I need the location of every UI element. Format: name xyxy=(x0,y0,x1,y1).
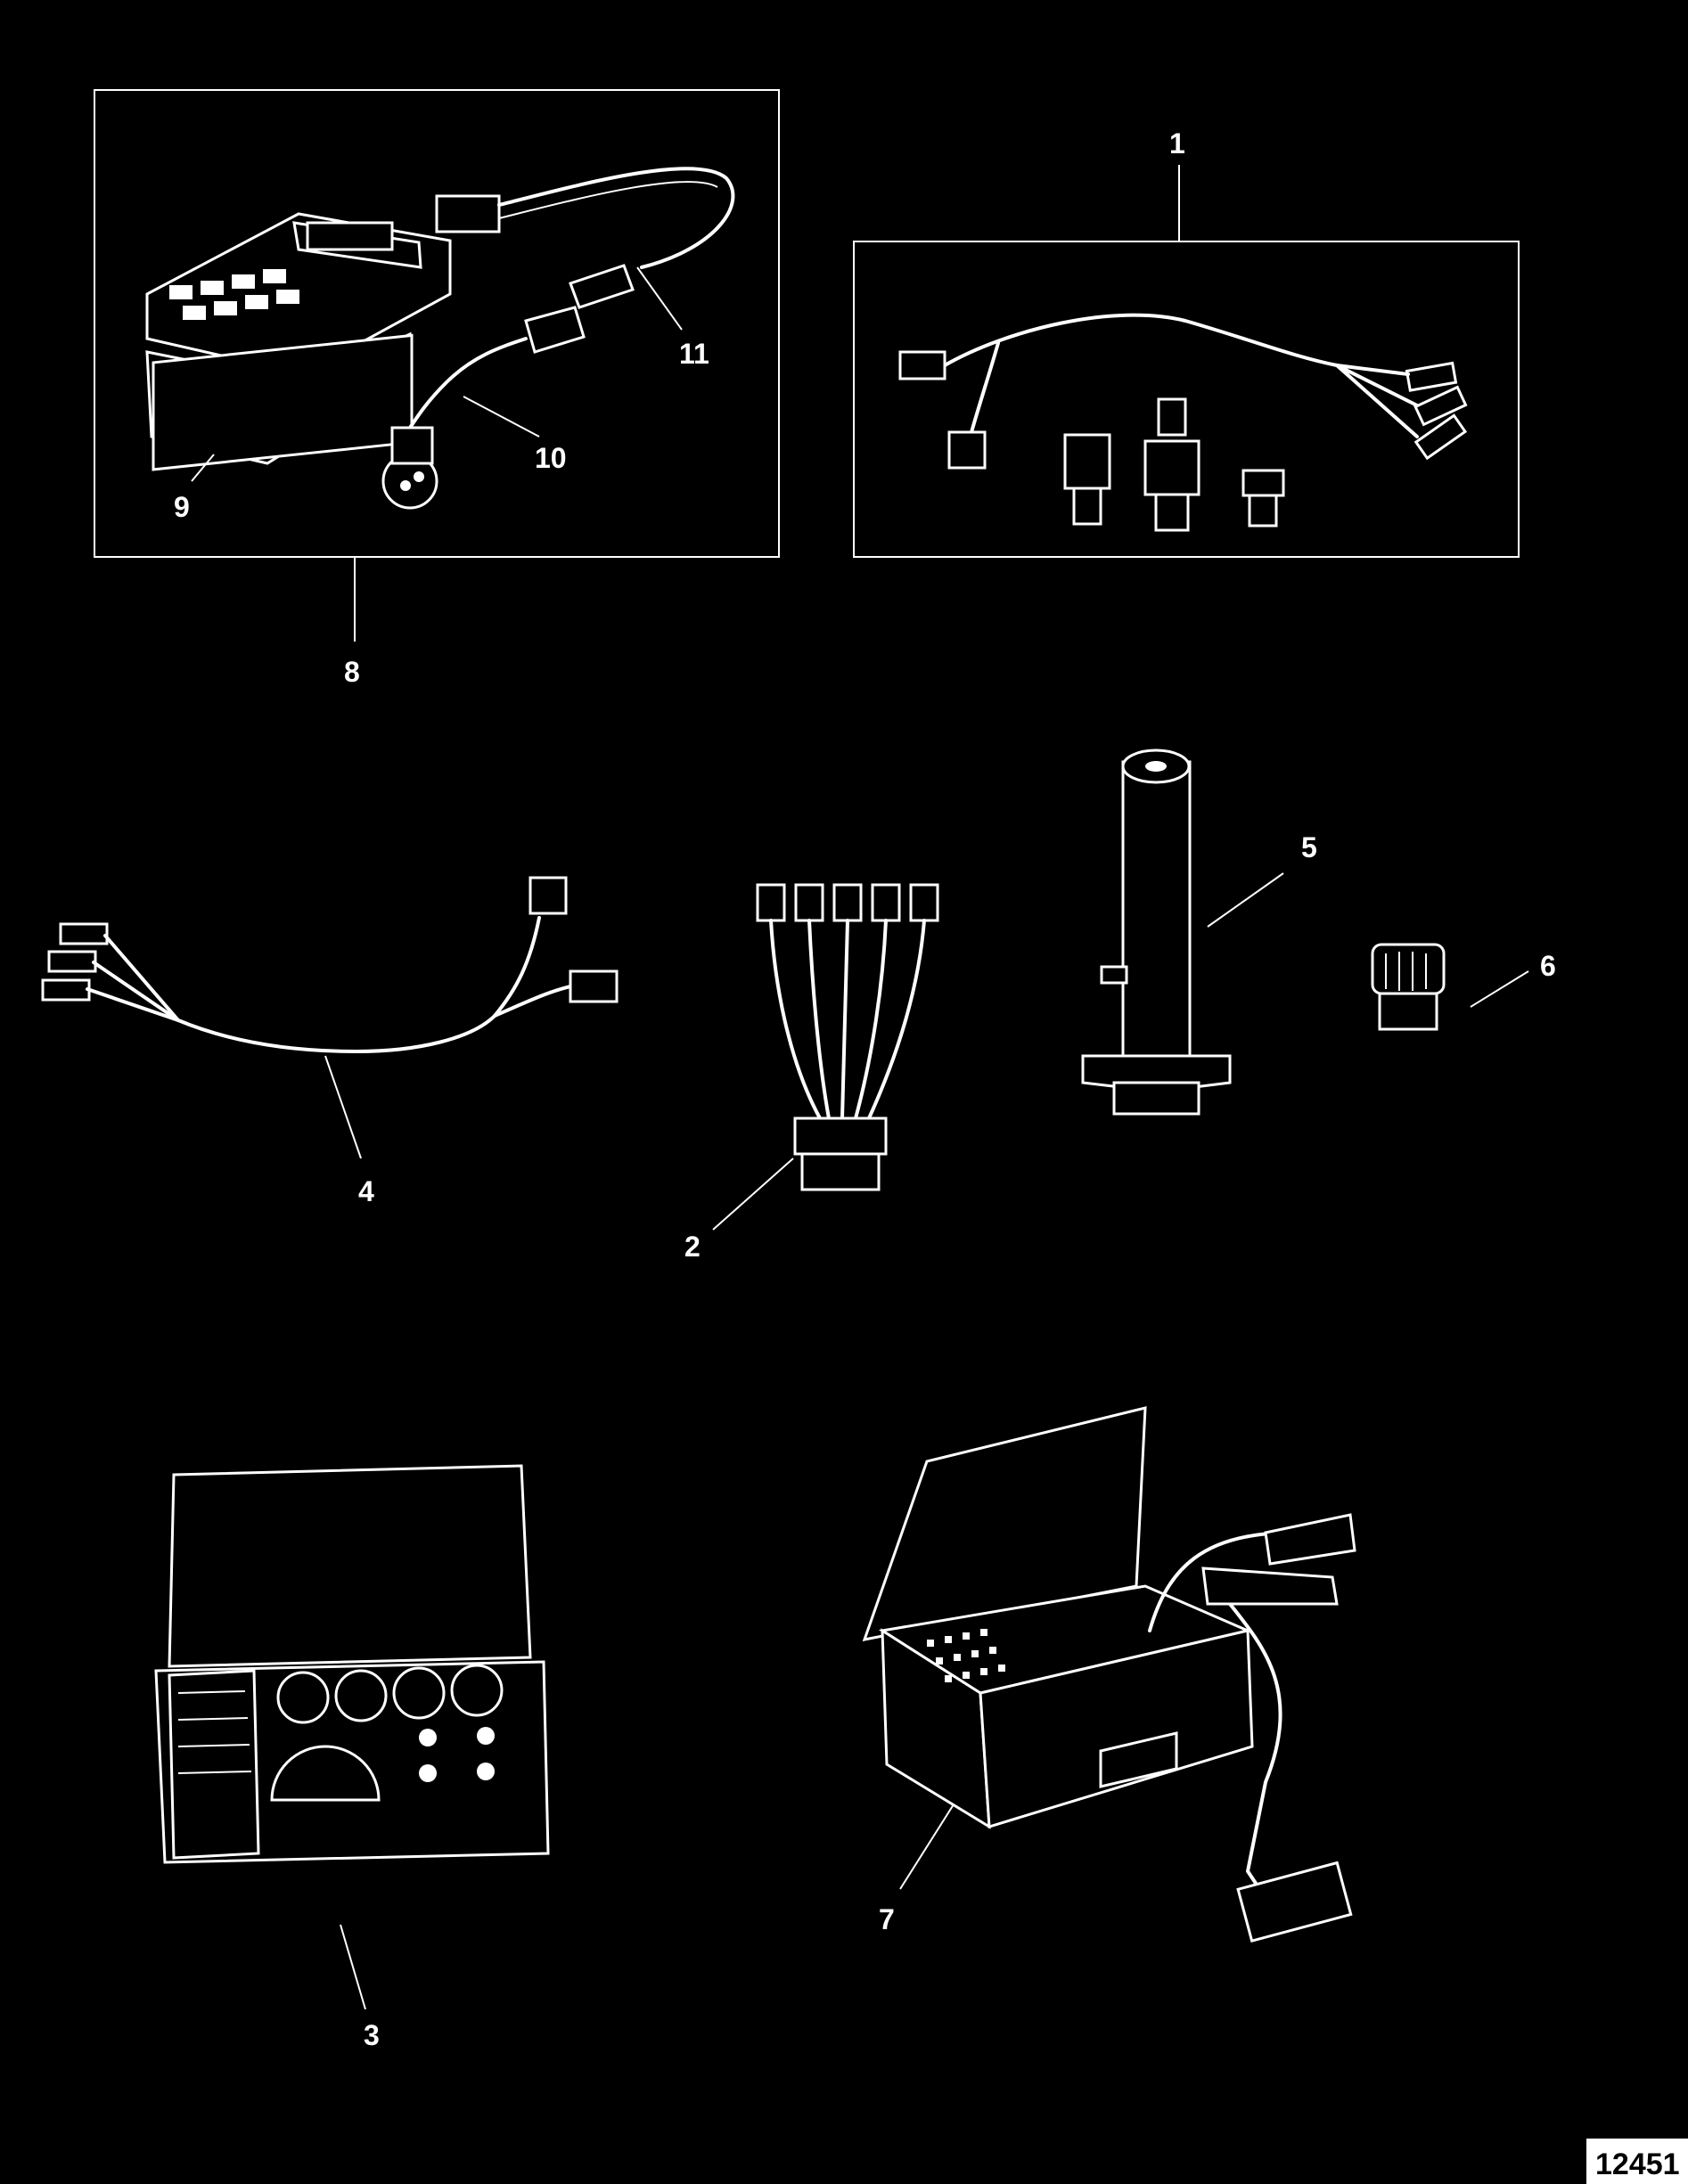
callout-5: 5 xyxy=(1301,831,1317,863)
leader-7 xyxy=(899,1804,955,1890)
callout-1: 1 xyxy=(1169,127,1185,160)
item-2-adapter xyxy=(712,883,939,1231)
leader-11 xyxy=(636,266,683,331)
leader-5 xyxy=(1207,872,1284,928)
kit-1-group xyxy=(853,165,1520,558)
callout-labels: 1 11 10 9 8 5 6 4 2 7 3 xyxy=(174,127,1556,2051)
callout-10: 10 xyxy=(535,442,567,474)
cable-10 xyxy=(381,306,586,510)
item-3-test-case xyxy=(154,1464,550,2010)
figure-number-plate xyxy=(1586,2139,1688,2184)
item-7-breakout-case xyxy=(862,1406,1356,1943)
kit-8-group xyxy=(94,89,780,642)
kit-1-frame xyxy=(853,241,1520,558)
leader-6 xyxy=(1470,970,1529,1008)
callout-7: 7 xyxy=(879,1903,895,1935)
leader-3 xyxy=(340,1924,366,2010)
leader-9 xyxy=(191,454,215,482)
adapter-harness xyxy=(898,313,1468,470)
callout-11: 11 xyxy=(679,338,709,370)
cable-11 xyxy=(435,167,735,309)
callout-4: 4 xyxy=(358,1175,374,1207)
leader-4 xyxy=(324,1055,362,1159)
callout-2: 2 xyxy=(684,1231,701,1263)
leader-10 xyxy=(463,396,540,438)
callout-6: 6 xyxy=(1540,950,1556,982)
handheld-scanner xyxy=(145,212,452,471)
callout-8: 8 xyxy=(344,656,360,688)
item-5-tube xyxy=(1081,748,1284,1116)
figure-number: 12451 xyxy=(1595,2147,1680,2181)
callout-3: 3 xyxy=(364,2019,380,2051)
kit-8-frame xyxy=(94,89,780,558)
callout-9: 9 xyxy=(174,491,190,523)
pressure-sensors xyxy=(1063,397,1285,532)
leader-2 xyxy=(712,1157,794,1231)
item-4-harness xyxy=(41,876,619,1159)
item-6-fitting xyxy=(1371,943,1529,1031)
